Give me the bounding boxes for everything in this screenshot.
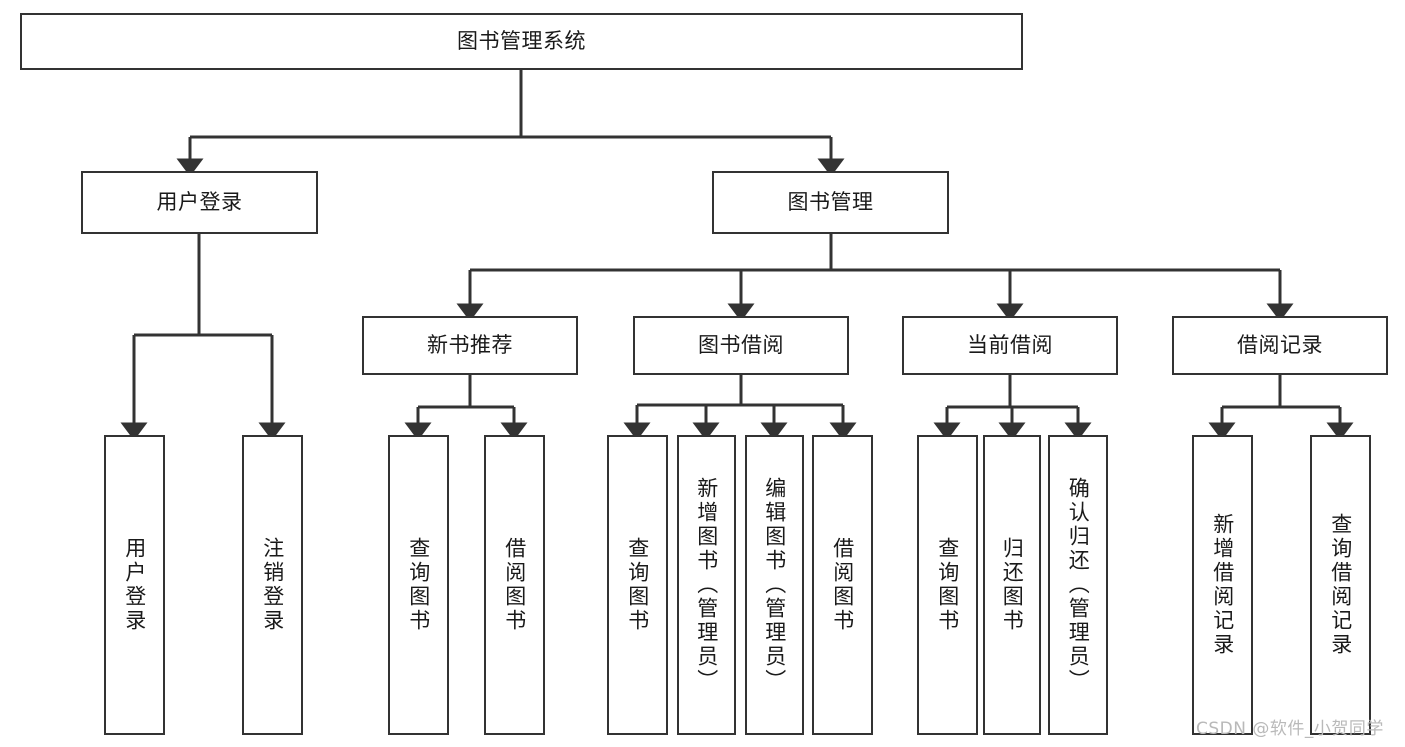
watermark-text: CSDN @软件_小贺同学 xyxy=(1196,719,1384,739)
node-leaf-logout-label: 注销登录 xyxy=(260,537,285,633)
node-leaf-logout[interactable]: 注销登录 xyxy=(242,435,303,735)
node-leaf-borrow-book-1-label: 借阅图书 xyxy=(502,537,527,633)
node-borrow-record[interactable]: 借阅记录 xyxy=(1172,316,1388,375)
node-leaf-add-record-label: 新增借阅记录 xyxy=(1210,513,1235,657)
node-leaf-add-book-label: 新增图书（管理员） xyxy=(694,477,719,693)
node-book-borrow[interactable]: 图书借阅 xyxy=(633,316,849,375)
node-leaf-query-book-1-label: 查询图书 xyxy=(406,537,431,633)
node-user-login[interactable]: 用户登录 xyxy=(81,171,318,234)
node-root[interactable]: 图书管理系统 xyxy=(20,13,1023,70)
node-borrow-record-label: 借阅记录 xyxy=(1237,332,1323,357)
node-leaf-borrow-book-2[interactable]: 借阅图书 xyxy=(812,435,873,735)
node-leaf-query-book-3[interactable]: 查询图书 xyxy=(917,435,978,735)
node-book-manage[interactable]: 图书管理 xyxy=(712,171,949,234)
node-leaf-add-book[interactable]: 新增图书（管理员） xyxy=(677,435,736,735)
node-leaf-user-login[interactable]: 用户登录 xyxy=(104,435,165,735)
node-current-borrow[interactable]: 当前借阅 xyxy=(902,316,1118,375)
node-book-manage-label: 图书管理 xyxy=(787,189,874,214)
node-leaf-query-book-2-label: 查询图书 xyxy=(625,537,650,633)
node-book-borrow-label: 图书借阅 xyxy=(698,332,784,357)
node-leaf-return-book[interactable]: 归还图书 xyxy=(983,435,1041,735)
node-leaf-query-record[interactable]: 查询借阅记录 xyxy=(1310,435,1371,735)
node-leaf-user-login-label: 用户登录 xyxy=(122,537,147,633)
node-leaf-query-record-label: 查询借阅记录 xyxy=(1328,513,1353,657)
node-leaf-add-record[interactable]: 新增借阅记录 xyxy=(1192,435,1253,735)
node-leaf-return-book-label: 归还图书 xyxy=(1000,537,1025,633)
node-leaf-edit-book-label: 编辑图书（管理员） xyxy=(762,477,787,693)
node-leaf-confirm-return[interactable]: 确认归还（管理员） xyxy=(1048,435,1108,735)
node-leaf-query-book-1[interactable]: 查询图书 xyxy=(388,435,449,735)
node-leaf-query-book-2[interactable]: 查询图书 xyxy=(607,435,668,735)
node-current-borrow-label: 当前借阅 xyxy=(967,332,1053,357)
node-new-book-rec[interactable]: 新书推荐 xyxy=(362,316,578,375)
node-root-label: 图书管理系统 xyxy=(457,28,586,53)
node-leaf-edit-book[interactable]: 编辑图书（管理员） xyxy=(745,435,804,735)
node-leaf-query-book-3-label: 查询图书 xyxy=(935,537,960,633)
node-new-book-rec-label: 新书推荐 xyxy=(427,332,513,357)
node-leaf-borrow-book-1[interactable]: 借阅图书 xyxy=(484,435,545,735)
node-user-login-label: 用户登录 xyxy=(156,189,243,214)
node-leaf-borrow-book-2-label: 借阅图书 xyxy=(830,537,855,633)
node-leaf-confirm-return-label: 确认归还（管理员） xyxy=(1066,477,1091,693)
